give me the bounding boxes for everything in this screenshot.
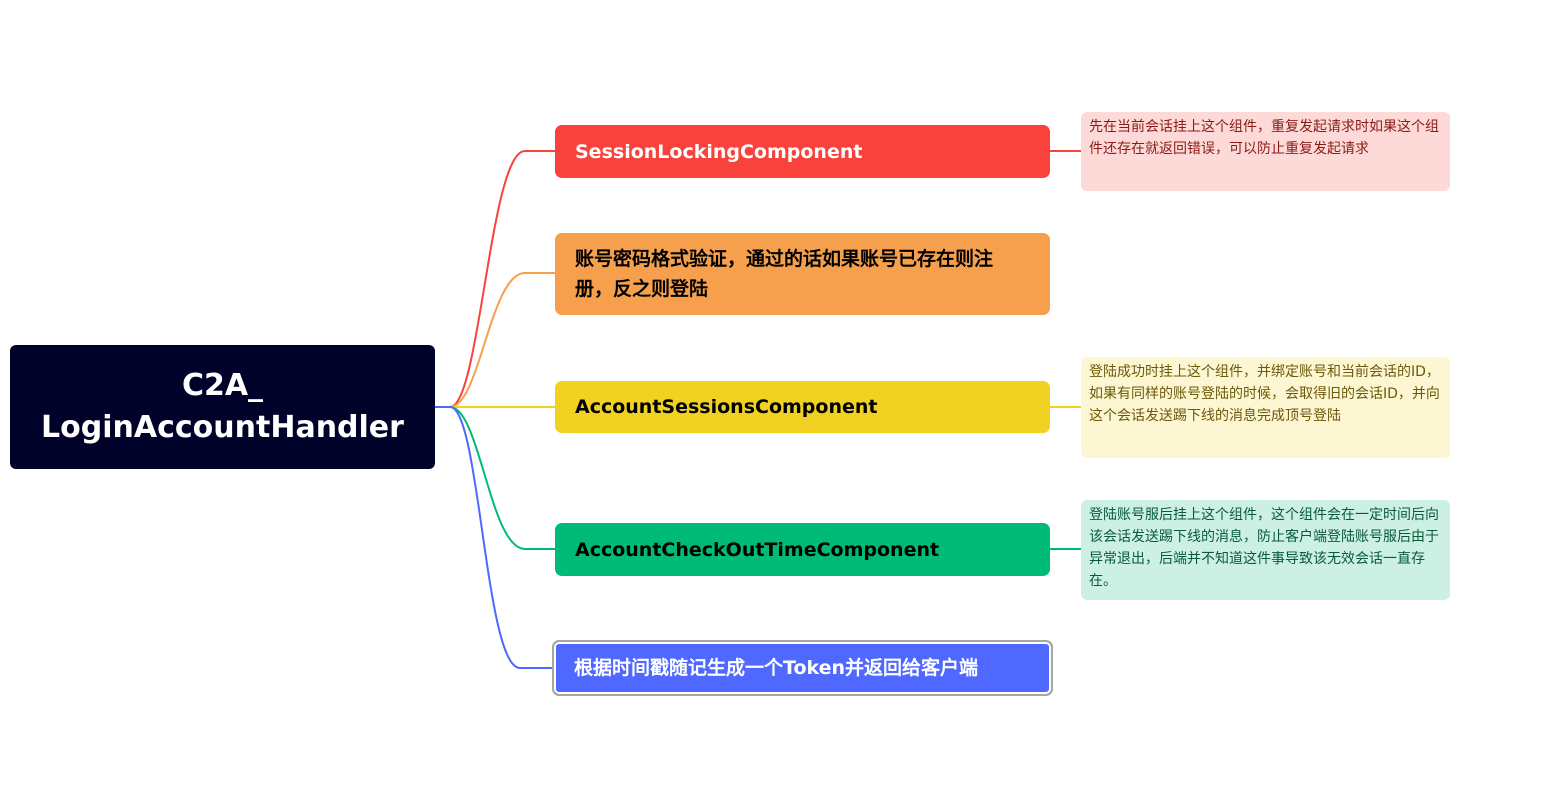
note-text: 登陆账号服后挂上这个组件，这个组件会在一定时间后向该会话发送踢下线的消息，防止客… — [1089, 507, 1439, 589]
branch-label: SessionLockingComponent — [575, 140, 863, 163]
branch-label: AccountSessionsComponent — [575, 396, 878, 418]
note-session-locking[interactable]: 先在当前会话挂上这个组件，重复发起请求时如果这个组件还存在就返回错误，可以防止重… — [1081, 112, 1450, 191]
branch-label: 账号密码格式验证，通过的话如果账号已存在则注册，反之则登陆 — [575, 248, 994, 300]
connector-root-to-branch-0 — [435, 150, 555, 408]
connector-root-to-branch-3 — [449, 406, 555, 550]
branch-label: AccountCheckOutTimeComponent — [575, 538, 940, 561]
branch-node-session-locking[interactable]: SessionLockingComponent — [555, 125, 1050, 178]
note-text: 先在当前会话挂上这个组件，重复发起请求时如果这个组件还存在就返回错误，可以防止重… — [1089, 119, 1439, 157]
branch-node-account-checkout-time[interactable]: AccountCheckOutTimeComponent — [555, 523, 1050, 576]
connector-root-to-branch-4 — [435, 406, 552, 669]
note-text: 登陆成功时挂上这个组件，并绑定账号和当前会话的ID，如果有同样的账号登陆的时候，… — [1089, 364, 1440, 424]
branch-label: 根据时间戳随记生成一个Token并返回给客户端 — [574, 657, 979, 679]
note-account-checkout-time[interactable]: 登陆账号服后挂上这个组件，这个组件会在一定时间后向该会话发送踢下线的消息，防止客… — [1081, 500, 1450, 600]
branch-node-account-validation[interactable]: 账号密码格式验证，通过的话如果账号已存在则注册，反之则登陆 — [555, 233, 1050, 315]
branch-node-account-sessions[interactable]: AccountSessionsComponent — [555, 381, 1050, 433]
connector-root-to-branch-1 — [449, 272, 555, 408]
root-node[interactable]: C2A_ LoginAccountHandler — [10, 345, 435, 469]
note-account-sessions[interactable]: 登陆成功时挂上这个组件，并绑定账号和当前会话的ID，如果有同样的账号登陆的时候，… — [1081, 357, 1450, 458]
branch-node-token-generation[interactable]: 根据时间戳随记生成一个Token并返回给客户端 — [552, 640, 1053, 696]
